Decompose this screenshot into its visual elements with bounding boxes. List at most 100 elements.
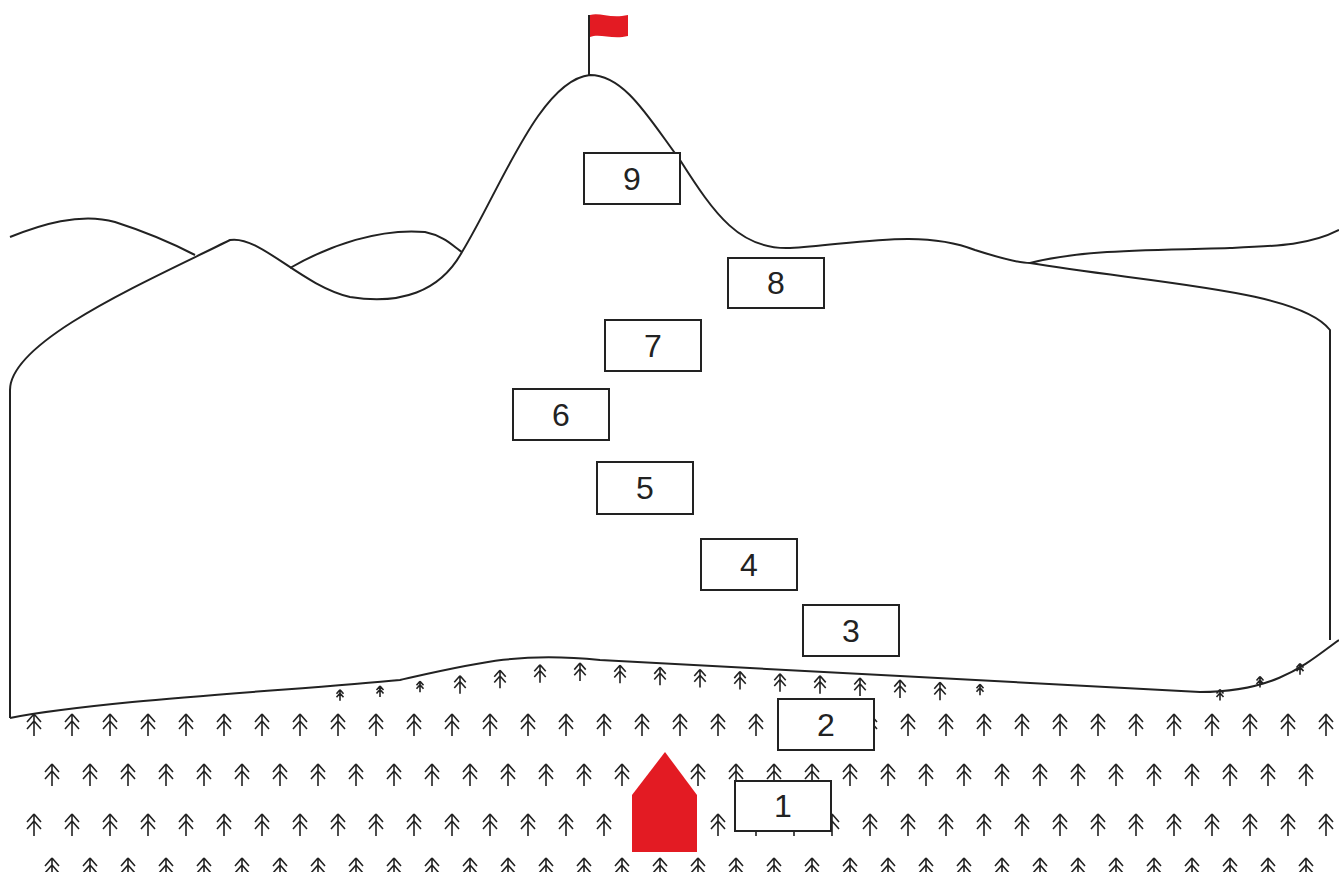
tree-symbol	[293, 714, 307, 736]
tree-symbol	[1257, 677, 1264, 688]
tree-symbol	[483, 814, 497, 836]
tree-symbol	[1129, 714, 1143, 736]
forest-trees	[27, 663, 1333, 872]
tree-symbol	[159, 764, 173, 786]
tree-symbol	[653, 858, 667, 872]
tree-symbol	[957, 858, 971, 872]
red-house	[632, 752, 697, 852]
stage-box: 1	[734, 780, 832, 832]
tree-symbol	[1299, 858, 1313, 872]
tree-symbol	[311, 858, 325, 872]
tree-symbol	[454, 676, 465, 694]
red-flag	[590, 14, 628, 37]
tree-symbol	[1185, 858, 1199, 872]
tree-symbol	[574, 663, 585, 681]
stage-number: 7	[644, 330, 662, 362]
tree-symbol	[939, 714, 953, 736]
tree-symbol	[614, 665, 625, 683]
tree-symbol	[349, 764, 363, 786]
tree-symbol	[694, 669, 705, 687]
tree-symbol	[387, 764, 401, 786]
tree-symbol	[843, 764, 857, 786]
tree-symbol	[1261, 764, 1275, 786]
tree-symbol	[27, 814, 41, 836]
tree-symbol	[1281, 714, 1295, 736]
tree-symbol	[483, 714, 497, 736]
tree-symbol	[407, 814, 421, 836]
tree-symbol	[734, 672, 745, 690]
tree-symbol	[1319, 714, 1333, 736]
tree-symbol	[179, 814, 193, 836]
tree-symbol	[235, 764, 249, 786]
tree-symbol	[377, 686, 384, 697]
tree-symbol	[977, 814, 991, 836]
tree-symbol	[919, 764, 933, 786]
tree-symbol	[463, 858, 477, 872]
stage-number: 8	[767, 267, 785, 299]
tree-symbol	[1281, 814, 1295, 836]
tree-symbol	[854, 678, 865, 696]
flag-pole	[588, 15, 590, 76]
tree-symbol	[559, 714, 573, 736]
tree-symbol	[1015, 714, 1029, 736]
tree-symbol	[387, 858, 401, 872]
tree-symbol	[1243, 714, 1257, 736]
tree-symbol	[1261, 858, 1275, 872]
tree-symbol	[331, 814, 345, 836]
tree-symbol	[814, 676, 825, 694]
tree-symbol	[445, 714, 459, 736]
tree-symbol	[1033, 764, 1047, 786]
tree-symbol	[901, 814, 915, 836]
tree-symbol	[65, 814, 79, 836]
tree-symbol	[407, 714, 421, 736]
tree-symbol	[1091, 814, 1105, 836]
tree-symbol	[534, 665, 545, 683]
stage-box: 2	[777, 698, 875, 751]
tree-symbol	[1147, 764, 1161, 786]
tree-symbol	[1185, 764, 1199, 786]
tree-symbol	[881, 858, 895, 872]
tree-symbol	[1217, 690, 1224, 701]
stage-number: 9	[623, 163, 641, 195]
stage-number: 3	[842, 615, 860, 647]
tree-symbol	[521, 714, 535, 736]
tree-symbol	[45, 858, 59, 872]
stage-box: 7	[604, 319, 702, 372]
tree-symbol	[1109, 858, 1123, 872]
tree-symbol	[103, 814, 117, 836]
tree-symbol	[1223, 764, 1237, 786]
tree-symbol	[425, 858, 439, 872]
stage-box: 9	[583, 152, 681, 205]
tree-symbol	[369, 714, 383, 736]
tree-symbol	[337, 690, 344, 701]
tree-symbol	[901, 714, 915, 736]
tree-symbol	[45, 764, 59, 786]
tree-symbol	[369, 814, 383, 836]
stage-box: 3	[802, 604, 900, 657]
tree-symbol	[217, 814, 231, 836]
mountain-outlines	[10, 75, 1339, 718]
tree-symbol	[615, 764, 629, 786]
tree-symbol	[141, 714, 155, 736]
tree-symbol	[774, 674, 785, 692]
tree-symbol	[293, 814, 307, 836]
tree-symbol	[597, 814, 611, 836]
tree-symbol	[255, 814, 269, 836]
tree-symbol	[121, 858, 135, 872]
tree-symbol	[273, 858, 287, 872]
tree-symbol	[1109, 764, 1123, 786]
tree-symbol	[539, 858, 553, 872]
tree-symbol	[559, 814, 573, 836]
tree-symbol	[654, 667, 665, 685]
tree-symbol	[197, 858, 211, 872]
tree-symbol	[463, 764, 477, 786]
tree-symbol	[977, 684, 984, 695]
tree-symbol	[311, 764, 325, 786]
tree-symbol	[843, 858, 857, 872]
tree-symbol	[1053, 714, 1067, 736]
tree-symbol	[881, 764, 895, 786]
stage-box: 5	[596, 461, 694, 515]
tree-symbol	[1053, 814, 1067, 836]
tree-symbol	[83, 858, 97, 872]
tree-symbol	[1205, 714, 1219, 736]
